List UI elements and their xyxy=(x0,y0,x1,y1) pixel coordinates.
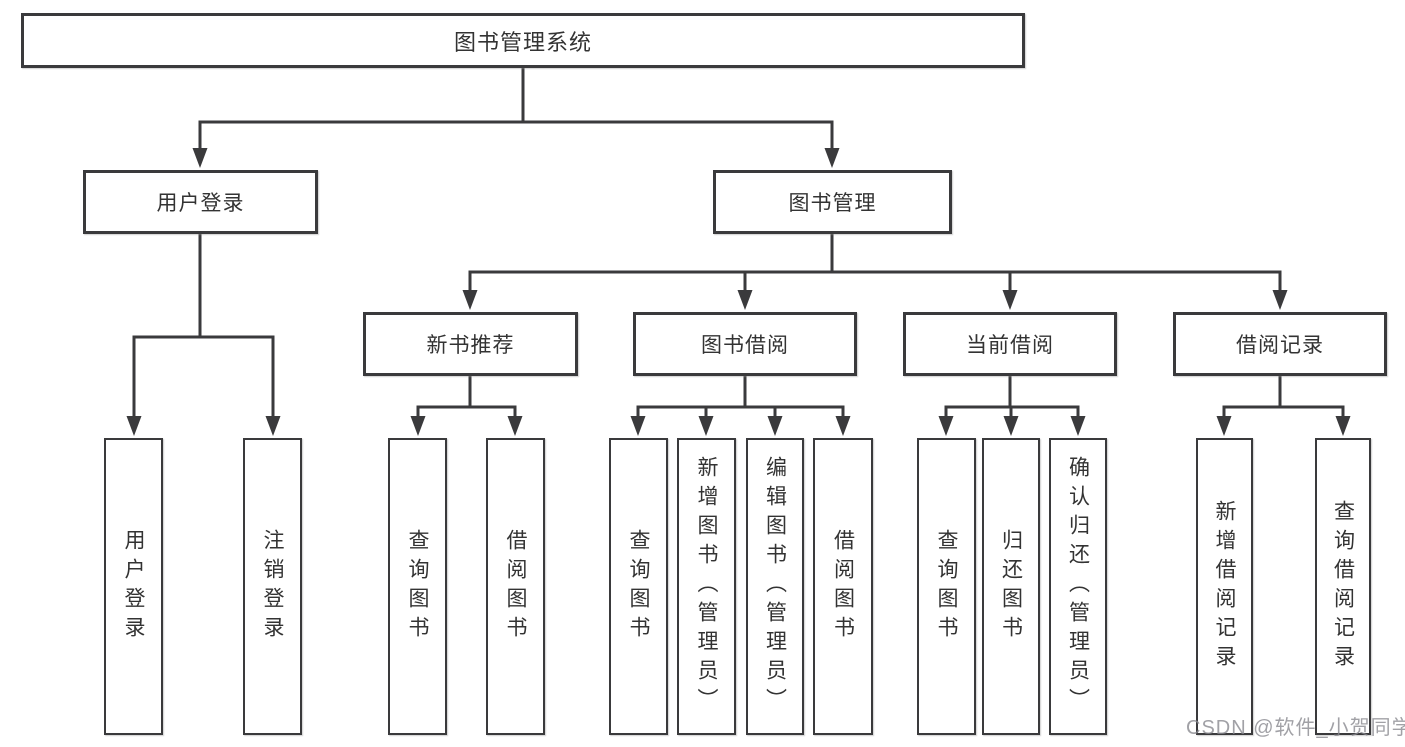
leaf-return-books: 归还图书 xyxy=(982,438,1040,735)
node-book-borrow: 图书借阅 xyxy=(633,312,857,376)
leaf-label: 新增图书（管理员） xyxy=(695,456,718,717)
node-label: 图书借阅 xyxy=(701,334,789,357)
leaf-label: 查询图书 xyxy=(627,528,650,645)
node-library-management-system: 图书管理系统 xyxy=(21,13,1025,68)
leaf-confirm-return-admin: 确认归还（管理员） xyxy=(1049,438,1107,735)
leaf-logout: 注销登录 xyxy=(243,438,302,735)
leaf-query-books-current: 查询图书 xyxy=(917,438,976,735)
leaf-label: 编辑图书（管理员） xyxy=(763,456,787,717)
node-label: 借阅记录 xyxy=(1236,334,1324,357)
node-new-book-recommend: 新书推荐 xyxy=(363,312,578,376)
leaf-query-books-borrow: 查询图书 xyxy=(609,438,668,735)
node-user-login: 用户登录 xyxy=(83,170,318,234)
node-label: 图书管理系统 xyxy=(453,29,592,55)
leaf-label: 借阅图书 xyxy=(504,528,527,645)
leaf-query-books-recommend: 查询图书 xyxy=(388,438,447,735)
leaf-label: 查询借阅记录 xyxy=(1331,499,1355,674)
leaf-label: 新增借阅记录 xyxy=(1213,499,1236,674)
leaf-borrow-books-recommend: 借阅图书 xyxy=(486,438,545,735)
leaf-add-books-admin: 新增图书（管理员） xyxy=(677,438,736,735)
leaf-query-borrow-record: 查询借阅记录 xyxy=(1315,438,1371,735)
leaf-label: 借阅图书 xyxy=(831,528,855,645)
node-borrow-records: 借阅记录 xyxy=(1173,312,1387,376)
node-label: 图书管理 xyxy=(788,192,877,215)
node-current-borrow: 当前借阅 xyxy=(903,312,1117,376)
node-label: 新书推荐 xyxy=(426,334,515,357)
leaf-label: 查询图书 xyxy=(406,528,429,645)
leaf-borrow-books: 借阅图书 xyxy=(813,438,873,735)
leaf-label: 查询图书 xyxy=(935,528,958,645)
leaf-label: 用户登录 xyxy=(122,528,145,645)
leaf-user-login: 用户登录 xyxy=(104,438,163,735)
node-label: 当前借阅 xyxy=(966,334,1054,357)
csdn-watermark: CSDN @软件_小贺同学 xyxy=(1186,717,1405,739)
node-label: 用户登录 xyxy=(156,192,245,215)
node-book-management: 图书管理 xyxy=(713,170,952,234)
leaf-label: 注销登录 xyxy=(261,528,284,645)
leaf-label: 归还图书 xyxy=(999,528,1023,645)
arrowhead-icons xyxy=(126,148,1351,436)
leaf-add-borrow-record: 新增借阅记录 xyxy=(1196,438,1253,735)
leaf-label: 确认归还（管理员） xyxy=(1066,456,1090,717)
leaf-edit-books-admin: 编辑图书（管理员） xyxy=(746,438,804,735)
